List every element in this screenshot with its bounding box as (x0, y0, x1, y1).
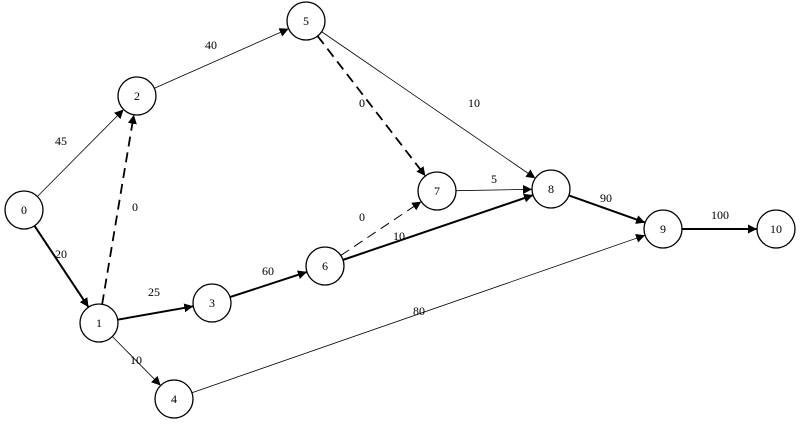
edge-label-8-9: 90 (600, 191, 612, 205)
edge-2-5 (154, 28, 289, 89)
edge-6-8 (342, 193, 534, 261)
node-circle-8 (531, 169, 571, 209)
node-label-1: 1 (96, 316, 102, 330)
node-label-2: 2 (134, 89, 140, 103)
edge-5-8 (321, 31, 536, 179)
node-9: 9 (643, 209, 683, 249)
node-label-8: 8 (548, 182, 554, 196)
node-2: 2 (117, 76, 157, 116)
edge-label-9-10: 100 (711, 208, 729, 222)
edge-labels-layer: 45 20 0 25 10 40 0 10 60 0 10 5 90 80 100 (55, 38, 729, 367)
node-label-0: 0 (21, 203, 27, 217)
node-label-3: 3 (209, 296, 215, 310)
node-circle-5 (286, 1, 326, 41)
node-10: 10 (756, 209, 796, 249)
edge-6-7 (340, 201, 422, 256)
edge-1-4 (112, 336, 161, 386)
edge-label-1-3: 25 (148, 285, 160, 299)
edge-1-3 (117, 303, 194, 321)
edges-layer (33, 28, 757, 394)
node-0: 0 (4, 190, 44, 230)
node-8: 8 (531, 169, 571, 209)
node-3: 3 (192, 283, 232, 323)
edge-label-1-2: 0 (132, 200, 138, 214)
node-circle-7 (417, 171, 457, 211)
node-1: 1 (79, 303, 119, 343)
edge-4-9 (191, 233, 646, 394)
node-label-10: 10 (770, 222, 782, 236)
edge-0-2 (37, 109, 124, 197)
node-4: 4 (154, 379, 194, 419)
edge-3-6 (229, 270, 308, 299)
node-label-9: 9 (660, 222, 666, 236)
edge-label-1-4: 10 (130, 353, 142, 367)
node-circle-4 (154, 379, 194, 419)
node-circle-6 (305, 246, 345, 286)
edge-label-7-8: 5 (491, 172, 497, 186)
edge-label-4-9: 80 (413, 304, 425, 318)
node-7: 7 (417, 171, 457, 211)
edge-label-0-1: 20 (55, 247, 67, 261)
edge-label-2-5: 40 (205, 38, 217, 52)
edge-label-3-6: 60 (262, 264, 274, 278)
edge-7-8 (455, 184, 533, 194)
edge-8-9 (568, 194, 646, 224)
node-label-7: 7 (434, 184, 440, 198)
edge-5-7 (316, 35, 427, 177)
node-label-5: 5 (303, 14, 309, 28)
edge-0-1 (33, 225, 90, 308)
node-circle-3 (192, 283, 232, 323)
edge-label-5-8: 10 (468, 96, 480, 110)
edge-label-6-8: 10 (393, 229, 405, 243)
node-circle-0 (4, 190, 44, 230)
node-circle-1 (79, 303, 119, 343)
edge-label-0-2: 45 (55, 134, 67, 148)
node-circle-9 (643, 209, 683, 249)
node-label-6: 6 (322, 259, 328, 273)
node-6: 6 (305, 246, 345, 286)
node-5: 5 (286, 1, 326, 41)
edge-label-6-7: 0 (359, 210, 365, 224)
node-circle-10 (756, 209, 796, 249)
node-label-4: 4 (171, 392, 177, 406)
edge-1-2 (101, 114, 137, 305)
edge-label-5-7: 0 (359, 96, 365, 110)
node-circle-2 (117, 76, 157, 116)
